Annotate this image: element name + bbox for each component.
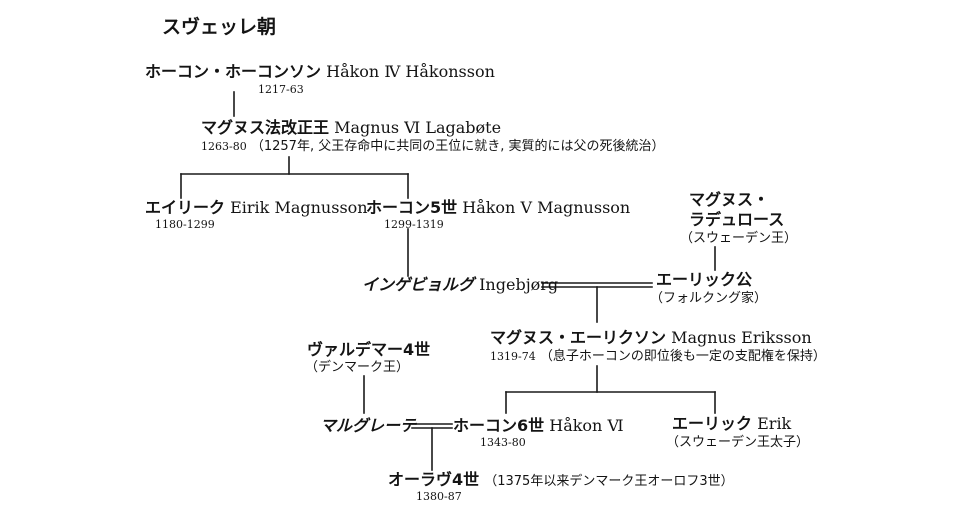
person-magnus6: マグヌス法改正王 Magnus Ⅵ Lagabøte (201, 120, 501, 136)
name-jp: エーリック公 (656, 270, 753, 289)
person-margrete: マルグレーテ (320, 418, 416, 434)
years-hakon4: 1217-63 (258, 83, 304, 96)
name-jp: ラデュロース (689, 210, 785, 229)
role-valdemar4: （デンマーク王） (305, 360, 410, 375)
years-olav4: 1380-87 (416, 490, 462, 503)
name-jp: オーラヴ4世 (388, 470, 480, 489)
name-latin: Håkon Ⅵ (549, 416, 624, 435)
note-magnus6: （1257年, 父王存命中に共同の王位に就き, 実質的には父の死後統治） (250, 139, 665, 154)
person-hakon6: ホーコン6世 Håkon Ⅵ (453, 418, 624, 434)
name-jp: インゲビョルグ (362, 275, 475, 294)
years-hakon5: 1299-1319 (384, 218, 444, 231)
name-jp: マグヌス・ (689, 190, 770, 209)
name-jp: マグヌス・エーリクソン (490, 328, 667, 347)
person-magnus-ladulas-line1: マグヌス・ (689, 192, 769, 208)
years-eirik: 1180-1299 (155, 218, 215, 231)
name-latin: Ingebjørg (479, 275, 559, 294)
person-magnus-eriksson: マグヌス・エーリクソン Magnus Eriksson (490, 330, 812, 346)
person-erik: エーリック Erik (672, 416, 791, 432)
name-jp: ホーコン6世 (453, 416, 545, 435)
person-valdemar4: ヴァルデマー4世 (307, 342, 430, 358)
name-jp: マグヌス法改正王 (201, 118, 330, 137)
name-jp: ホーコン5世 (366, 198, 458, 217)
name-jp: マルグレーテ (320, 416, 417, 435)
name-latin: Magnus Eriksson (671, 328, 812, 347)
role-magnus-ladulas: （スウェーデン王） (680, 231, 798, 246)
name-latin: Håkon Ⅴ Magnusson (462, 198, 631, 217)
person-erik-duke: エーリック公 (656, 272, 752, 288)
name-latin: Erik (757, 414, 792, 433)
note-olav4: （1375年以来デンマーク王オーロフ3世） (484, 474, 734, 489)
person-ingebjorg: インゲビョルグ Ingebjørg (362, 277, 558, 293)
details-magnus6: 1263-80 （1257年, 父王存命中に共同の王位に就き, 実質的には父の死… (201, 140, 664, 153)
name-latin: Håkon Ⅳ Håkonsson (326, 62, 495, 81)
years-magnus6: 1263-80 (201, 140, 247, 153)
years-hakon6: 1343-80 (480, 436, 526, 449)
person-magnus-ladulas-line2: ラデュロース (689, 212, 784, 228)
role-erik: （スウェーデン王太子） (666, 435, 810, 450)
name-latin: Eirik Magnusson (230, 198, 368, 217)
dynasty-title: スヴェッレ朝 (162, 16, 277, 38)
name-latin: Magnus Ⅵ Lagabøte (334, 118, 502, 137)
note-magnus-eriksson: （息子ホーコンの即位後も一定の支配権を保持） (539, 349, 826, 364)
name-jp: エイリーク (145, 198, 226, 217)
years-magnus-eriksson: 1319-74 (490, 350, 536, 363)
name-jp: ホーコン・ホーコンソン (145, 62, 322, 81)
name-jp: エーリック (672, 414, 753, 433)
role-erik-duke: （フォルクング家） (650, 291, 768, 306)
person-eirik: エイリーク Eirik Magnusson (145, 200, 368, 216)
name-jp: ヴァルデマー4世 (307, 340, 431, 359)
person-hakon5: ホーコン5世 Håkon Ⅴ Magnusson (366, 200, 630, 216)
person-olav4: オーラヴ4世 （1375年以来デンマーク王オーロフ3世） (388, 470, 734, 489)
details-magnus-eriksson: 1319-74 （息子ホーコンの即位後も一定の支配権を保持） (490, 350, 826, 363)
person-hakon4: ホーコン・ホーコンソン Håkon Ⅳ Håkonsson (145, 64, 495, 80)
